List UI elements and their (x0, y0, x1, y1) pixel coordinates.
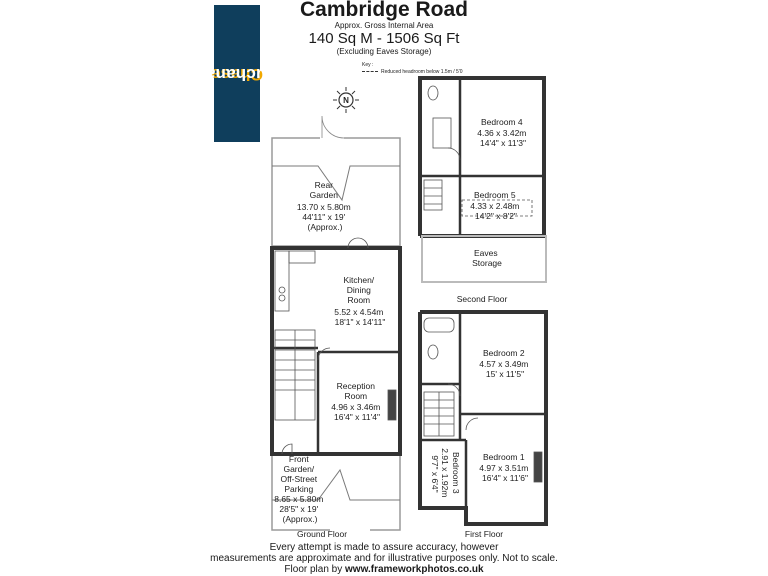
disclaimer-line2: measurements are approximate and for ill… (210, 553, 558, 564)
reception-label: Reception Room 4.96 x 3.46m 16'4" x 11'4… (331, 381, 383, 422)
bedroom3-label-group: Bedroom 3 2.91 x 1.92m 9'7" x 6'4" (430, 448, 461, 500)
bedroom5-label: Bedroom 5 4.33 x 2.48m 14'2" x 8'2" (470, 190, 522, 221)
credit-link[interactable]: www.frameworkphotos.co.uk (345, 564, 484, 575)
kitchen-label: Kitchen/ Dining Room 5.52 x 4.54m 18'1" … (334, 275, 386, 327)
bedroom2-label: Bedroom 2 4.57 x 3.49m 15' x 11'5" (479, 348, 531, 379)
bedroom1-label: Bedroom 1 4.97 x 3.51m 16'4" x 11'6" (479, 452, 531, 483)
legend-key: Key : Reduced headroom below 1.5m / 5'0 (362, 62, 463, 76)
second-floor-label: Second Floor (457, 294, 508, 304)
first-floor-walls (418, 310, 548, 526)
ground-floor-plan: Rear Garden 13.70 x 5.80m 44'11" x 19' (… (270, 115, 402, 539)
ground-doors (281, 237, 397, 455)
credit-prefix: Floor plan by (284, 564, 346, 575)
first-floor-label: First Floor (465, 529, 503, 539)
front-garden-area (271, 456, 401, 531)
compass-letter: N (343, 96, 349, 105)
front-garden-label: Front Garden/ Off-Street Parking 8.65 x … (274, 454, 326, 524)
dashed-line-icon (362, 71, 378, 73)
rear-garden-label: Rear Garden 13.70 x 5.80m 44'11" x 19' (… (297, 180, 353, 232)
legend-key-label: Key : (362, 62, 374, 68)
area-note: (Excluding Eaves Storage) (336, 47, 432, 56)
bedroom4-label: Bedroom 4 4.36 x 3.42m 14'4" x 11'3" (477, 117, 529, 148)
first-floor-plan: Bedroom 2 4.57 x 3.49m 15' x 11'5" Bedro… (418, 310, 548, 539)
credit-line: Floor plan by www.frameworkphotos.co.uk (0, 564, 768, 575)
eaves-storage-label: Eaves Storage (472, 248, 502, 268)
ground-floor-walls (270, 246, 402, 456)
kitchen-units (274, 250, 316, 312)
area-subtitle: Approx. Gross Internal Area (334, 21, 434, 30)
page-title: Cambridge Road (299, 0, 469, 21)
area-value: 140 Sq M - 1506 Sq Ft (308, 30, 460, 47)
second-floor-fittings (423, 85, 533, 217)
legend-key-item-text: Reduced headroom below 1.5m / 5'0 (381, 69, 463, 75)
disclaimer-line1: Every attempt is made to assure accuracy… (269, 542, 499, 553)
compass-icon: N (333, 87, 359, 113)
eaves-storage-area (421, 235, 547, 283)
bedroom3-label: Bedroom 3 2.91 x 1.92m 9'7" x 6'4" (430, 448, 461, 500)
ground-stairs (274, 329, 316, 421)
second-floor-plan: Bedroom 4 4.36 x 3.42m 14'4" x 11'3" Bed… (418, 76, 547, 304)
ground-floor-label: Ground Floor (297, 529, 347, 539)
first-floor-fittings (423, 317, 543, 483)
legend-key-item: Reduced headroom below 1.5m / 5'0 (362, 69, 463, 76)
